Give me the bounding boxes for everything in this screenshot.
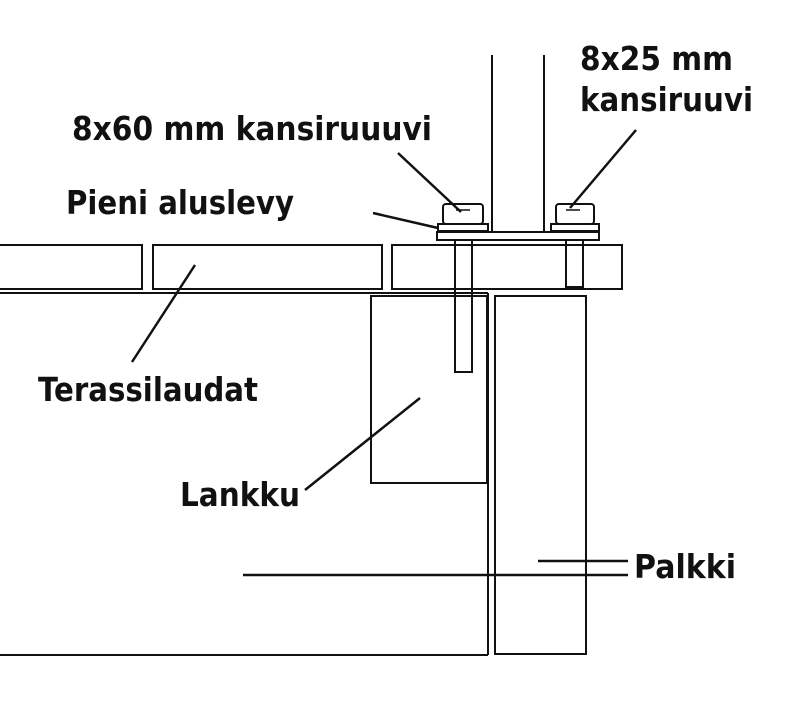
deck-boards [0,244,623,290]
leader-washer [372,211,439,230]
frame-outline [0,292,489,656]
label-plank: Lankku [180,475,300,514]
leader-lines [130,129,637,577]
screw-60-washer [437,223,489,232]
beam [494,295,587,655]
leader-plank [304,397,421,491]
label-screw-60: 8x60 mm kansiruuuvi [72,109,432,148]
label-deck-boards: Terassilaudat [38,370,258,409]
leader-screw-60 [397,152,462,213]
post [491,55,545,232]
screw-25-shaft [565,239,584,288]
deck-board-middle [152,244,383,290]
plank [370,295,488,484]
bracket-plate [436,231,600,241]
screw-25-washer [550,223,600,232]
screw-60-shaft [454,239,473,373]
label-screw-25-line1: 8x25 mm [580,39,733,78]
screw-60-head [442,203,484,225]
screw-25-head [555,203,595,225]
label-washer: Pieni aluslevy [66,183,294,222]
label-screw-25-line2: kansiruuvi [580,80,753,119]
deck-board-right [391,244,623,290]
label-beam: Palkki [634,547,736,586]
screw-25mm [550,203,600,288]
leader-deck-boards [130,264,197,363]
deck-board-left [0,244,143,290]
leader-screw-25 [569,129,637,209]
